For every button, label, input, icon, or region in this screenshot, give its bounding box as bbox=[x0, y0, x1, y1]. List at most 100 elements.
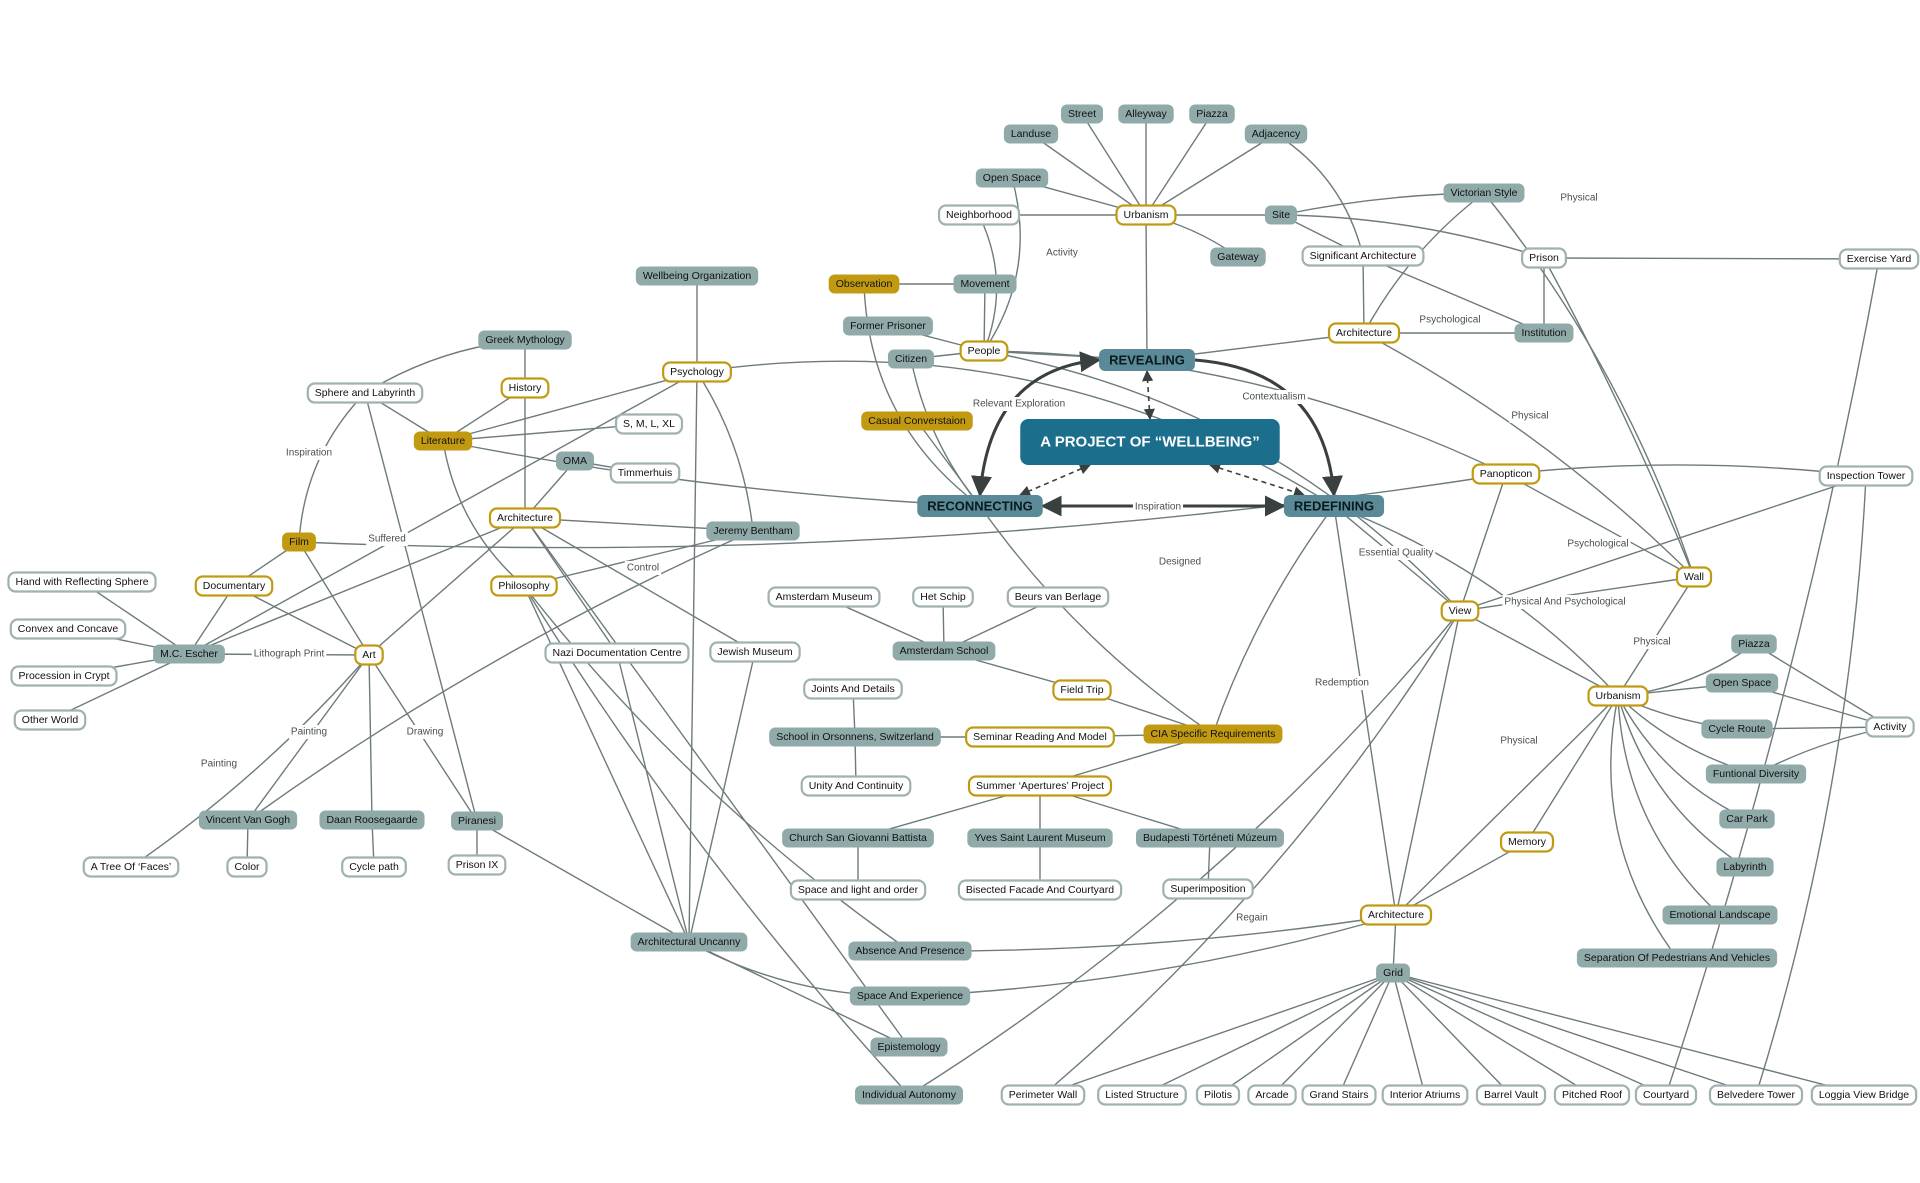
node-label: Vincent Van Gogh bbox=[206, 814, 290, 826]
node-box bbox=[917, 495, 1043, 517]
edge-urbanism_top-street bbox=[1081, 113, 1147, 216]
node-site: Site bbox=[1264, 205, 1298, 225]
node-label: Cycle Route bbox=[1708, 723, 1765, 735]
edge-view-urbanism_right bbox=[1459, 610, 1619, 697]
node-box bbox=[1701, 719, 1773, 739]
edge-label-bg bbox=[404, 725, 446, 739]
node-label: Separation Of Pedestrians And Vehicles bbox=[1584, 952, 1770, 964]
node-label: Institution bbox=[1522, 327, 1567, 339]
edge-psychology-arch_uncanny bbox=[688, 371, 698, 943]
node-label: Bisected Facade And Courtyard bbox=[966, 884, 1114, 896]
node-label: A PROJECT OF “WELLBEING” bbox=[1040, 434, 1259, 451]
edge-architecture_left-jewish_museum bbox=[524, 517, 756, 653]
node-box bbox=[848, 941, 972, 961]
node-label: Open Space bbox=[1713, 677, 1772, 689]
node-label: Het Schip bbox=[920, 591, 966, 603]
edge-exercise_yard-courtyard bbox=[1665, 258, 1880, 1096]
edge-urbanism_top-revealing bbox=[1145, 214, 1148, 361]
edge-architecture_top-wall bbox=[1363, 332, 1695, 578]
node-jewish-museum: Jewish Museum bbox=[709, 641, 801, 663]
node-box bbox=[892, 641, 996, 661]
node-label: RECONNECTING bbox=[927, 499, 1032, 514]
node-documentary: Documentary bbox=[194, 575, 274, 597]
node-label: Emotional Landscape bbox=[1670, 909, 1771, 921]
edge-label-bg bbox=[970, 397, 1068, 411]
edge-inspection_tower-view bbox=[1459, 475, 1867, 612]
node-label: Architecture bbox=[497, 512, 553, 524]
node-label: Grand Stairs bbox=[1310, 1089, 1369, 1101]
edge-grid-barrel_vault bbox=[1392, 972, 1512, 1096]
node-label: Site bbox=[1272, 209, 1290, 221]
node-label: Amsterdam Museum bbox=[776, 591, 873, 603]
node-label: History bbox=[509, 382, 542, 394]
node-memory: Memory bbox=[1499, 831, 1555, 853]
node-box bbox=[828, 274, 900, 294]
edge-nazi_doc-arch_uncanny bbox=[616, 652, 690, 943]
node-label: People bbox=[968, 345, 1001, 357]
edge-label-bg bbox=[1558, 191, 1600, 205]
edge-label-bg bbox=[288, 725, 330, 739]
node-box bbox=[226, 856, 268, 878]
node-label: Adjacency bbox=[1252, 128, 1301, 140]
edge-view-perimeter_wall bbox=[1042, 610, 1461, 1096]
edge-sphere_labyrinth-film bbox=[298, 392, 366, 543]
node-box bbox=[1381, 1084, 1469, 1106]
node-label: Literature bbox=[421, 435, 466, 447]
node-label: Grid bbox=[1383, 967, 1403, 979]
node-label: Observation bbox=[836, 278, 893, 290]
edge-victorian_style-wall bbox=[1483, 192, 1695, 578]
node-het-schip: Het Schip bbox=[912, 586, 974, 608]
node-piranesi: Piranesi bbox=[451, 811, 503, 831]
edge-label-painting-1: Painting bbox=[201, 759, 237, 770]
node-epistemology: Epistemology bbox=[870, 1037, 948, 1057]
node-greek-mythology: Greek Mythology bbox=[478, 330, 572, 350]
edge-urbanism_right-memory bbox=[1526, 695, 1619, 843]
node-box bbox=[1443, 183, 1525, 203]
node-label: Color bbox=[234, 861, 260, 873]
node-box bbox=[306, 382, 424, 404]
node-box bbox=[1708, 1084, 1804, 1106]
node-joints: Joints And Details bbox=[803, 678, 903, 700]
edge-grid-pilotis bbox=[1217, 972, 1394, 1096]
edge-literature-reconnecting bbox=[442, 440, 981, 507]
edge-significant_architecture-architecture_top bbox=[1362, 255, 1365, 334]
edge-label-psychological-right: Psychological bbox=[1567, 539, 1628, 550]
edge-citizen-reconnecting bbox=[910, 358, 981, 507]
node-labyrinth: Labyrinth bbox=[1716, 857, 1774, 877]
node-amsterdam-school: Amsterdam School bbox=[892, 641, 996, 661]
node-prison: Prison bbox=[1521, 247, 1567, 269]
node-label: Open Space bbox=[983, 172, 1042, 184]
node-box bbox=[478, 330, 572, 350]
node-space-light: Space and light and order bbox=[789, 879, 927, 901]
node-box bbox=[319, 810, 425, 830]
node-beurs: Beurs van Berlage bbox=[1006, 586, 1110, 608]
edge-memory-architecture_bottom bbox=[1395, 841, 1528, 916]
node-box bbox=[1514, 323, 1574, 343]
node-absence: Absence And Presence bbox=[848, 941, 972, 961]
node-pilotis: Pilotis bbox=[1195, 1084, 1241, 1106]
node-revealing: REVEALING bbox=[1099, 349, 1195, 371]
node-cycle-path: Cycle path bbox=[341, 856, 407, 878]
edge-label-control: Control bbox=[627, 563, 659, 574]
node-label: Psychology bbox=[670, 366, 724, 378]
edge-view-architecture_bottom bbox=[1395, 610, 1461, 916]
node-label: OMA bbox=[563, 455, 587, 467]
node-citizen: Citizen bbox=[887, 349, 935, 369]
node-functional-diversity: Funtional Diversity bbox=[1705, 764, 1807, 784]
edge-label-bg bbox=[1132, 500, 1184, 514]
node-label: Summer ‘Apertures’ Project bbox=[976, 780, 1104, 792]
edge-label-designed: Designed bbox=[1159, 557, 1201, 568]
edge-label-lithograph-print: Lithograph Print bbox=[254, 649, 325, 660]
node-neighborhood: Neighborhood bbox=[937, 204, 1021, 226]
node-label: Pitched Roof bbox=[1562, 1089, 1622, 1101]
node-box bbox=[861, 411, 973, 431]
edge-urbanism_top-landuse bbox=[1030, 133, 1147, 216]
node-label: Beurs van Berlage bbox=[1015, 591, 1102, 603]
edge-label-physical-top: Physical bbox=[1560, 193, 1597, 204]
edge-label-drawing: Drawing bbox=[407, 727, 444, 738]
node-box bbox=[1719, 809, 1775, 829]
node-box bbox=[354, 644, 384, 666]
node-box bbox=[1301, 1084, 1377, 1106]
node-budapest: Budapesti Történeti Múzeum bbox=[1135, 828, 1285, 848]
node-box bbox=[153, 644, 225, 664]
